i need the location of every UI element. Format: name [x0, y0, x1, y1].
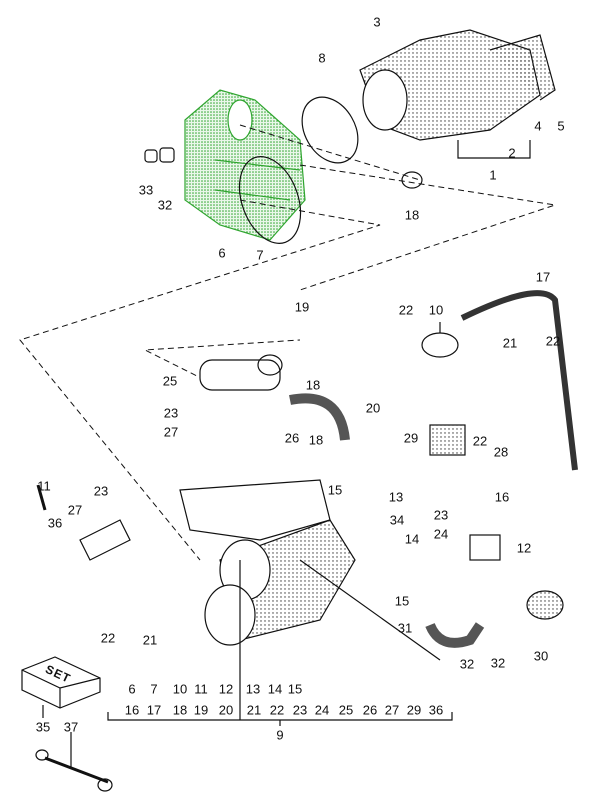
callout: 4 [534, 118, 542, 134]
air-flow-meter [359, 29, 556, 141]
set-item: 36 [428, 702, 444, 718]
set-item: 11 [194, 681, 208, 697]
callout: 18 [305, 377, 321, 393]
set-box [21, 656, 101, 718]
callout: 30 [533, 648, 549, 664]
set-item: 10 [172, 681, 188, 697]
sensor-29 [429, 424, 466, 456]
callout: 21 [502, 335, 518, 351]
set-item: 22 [269, 702, 285, 718]
set-item: 23 [292, 702, 308, 718]
set-item: 27 [384, 702, 400, 718]
callout: 1 [489, 167, 497, 183]
callout: 35 [35, 719, 51, 735]
callout: 22 [545, 333, 561, 349]
callout: 8 [318, 50, 326, 66]
set-item: 13 [245, 681, 261, 697]
valve-10 [421, 322, 459, 358]
callout: 11 [37, 478, 51, 494]
callout: 6 [218, 245, 226, 261]
set-item: 6 [128, 681, 136, 697]
set-item: 14 [267, 681, 283, 697]
callout: 27 [67, 502, 83, 518]
callout: 24 [433, 526, 449, 542]
callout: 19 [294, 299, 310, 315]
callout: 37 [63, 719, 79, 735]
set-item: 15 [287, 681, 303, 697]
set-item: 16 [124, 702, 140, 718]
callout: 32 [157, 197, 173, 213]
set-item: 29 [406, 702, 422, 718]
callout: 13 [388, 489, 404, 505]
callout: 23 [93, 483, 109, 499]
set-item: 25 [338, 702, 354, 718]
callout: 17 [535, 269, 551, 285]
callout: 26 [284, 430, 300, 446]
callout: 18 [308, 432, 324, 448]
set-item: 18 [172, 702, 188, 718]
callout: 14 [404, 531, 420, 547]
set-item: 12 [218, 681, 234, 697]
callout: 21 [142, 632, 158, 648]
callout: 32 [459, 656, 475, 672]
belt-7 [238, 156, 302, 244]
set-item: 20 [218, 702, 234, 718]
throttle-body [179, 479, 356, 646]
callout: 22 [100, 630, 116, 646]
callout: 15 [327, 482, 343, 498]
callout: 7 [256, 247, 264, 263]
callout: 28 [493, 444, 509, 460]
hose-20 [289, 393, 350, 441]
idle-valve [199, 354, 283, 391]
callout: 36 [47, 515, 63, 531]
set-item: 7 [150, 681, 158, 697]
callout: 5 [557, 118, 565, 134]
rod-37 [35, 732, 113, 792]
clamp-8 [301, 96, 359, 164]
set-item: 26 [362, 702, 378, 718]
callout: 27 [163, 424, 179, 440]
bracket-1 [457, 140, 531, 159]
callout: 23 [163, 405, 179, 421]
callout: 33 [138, 182, 154, 198]
callout: 23 [433, 507, 449, 523]
callout: 20 [365, 400, 381, 416]
callout: 3 [373, 14, 381, 30]
set-item: 24 [314, 702, 330, 718]
callout: 22 [398, 302, 414, 318]
valve-30 [526, 590, 564, 620]
callout: 25 [162, 373, 178, 389]
set-total-callout: 9 [276, 727, 284, 743]
callout: 12 [516, 540, 532, 556]
set-bracket [107, 560, 453, 726]
callout: 29 [403, 430, 419, 446]
callout: 34 [389, 512, 405, 528]
callout: 15 [394, 593, 410, 609]
solenoid-12 [469, 534, 501, 561]
callout: 2 [508, 145, 516, 161]
set-item: 21 [246, 702, 262, 718]
callout: 16 [494, 489, 510, 505]
set-item: 17 [146, 702, 162, 718]
callout: 10 [428, 302, 444, 318]
callout: 32 [490, 655, 506, 671]
callout: 18 [404, 207, 420, 223]
callout: 31 [397, 620, 413, 636]
callout: 22 [472, 433, 488, 449]
set-item: 19 [193, 702, 209, 718]
